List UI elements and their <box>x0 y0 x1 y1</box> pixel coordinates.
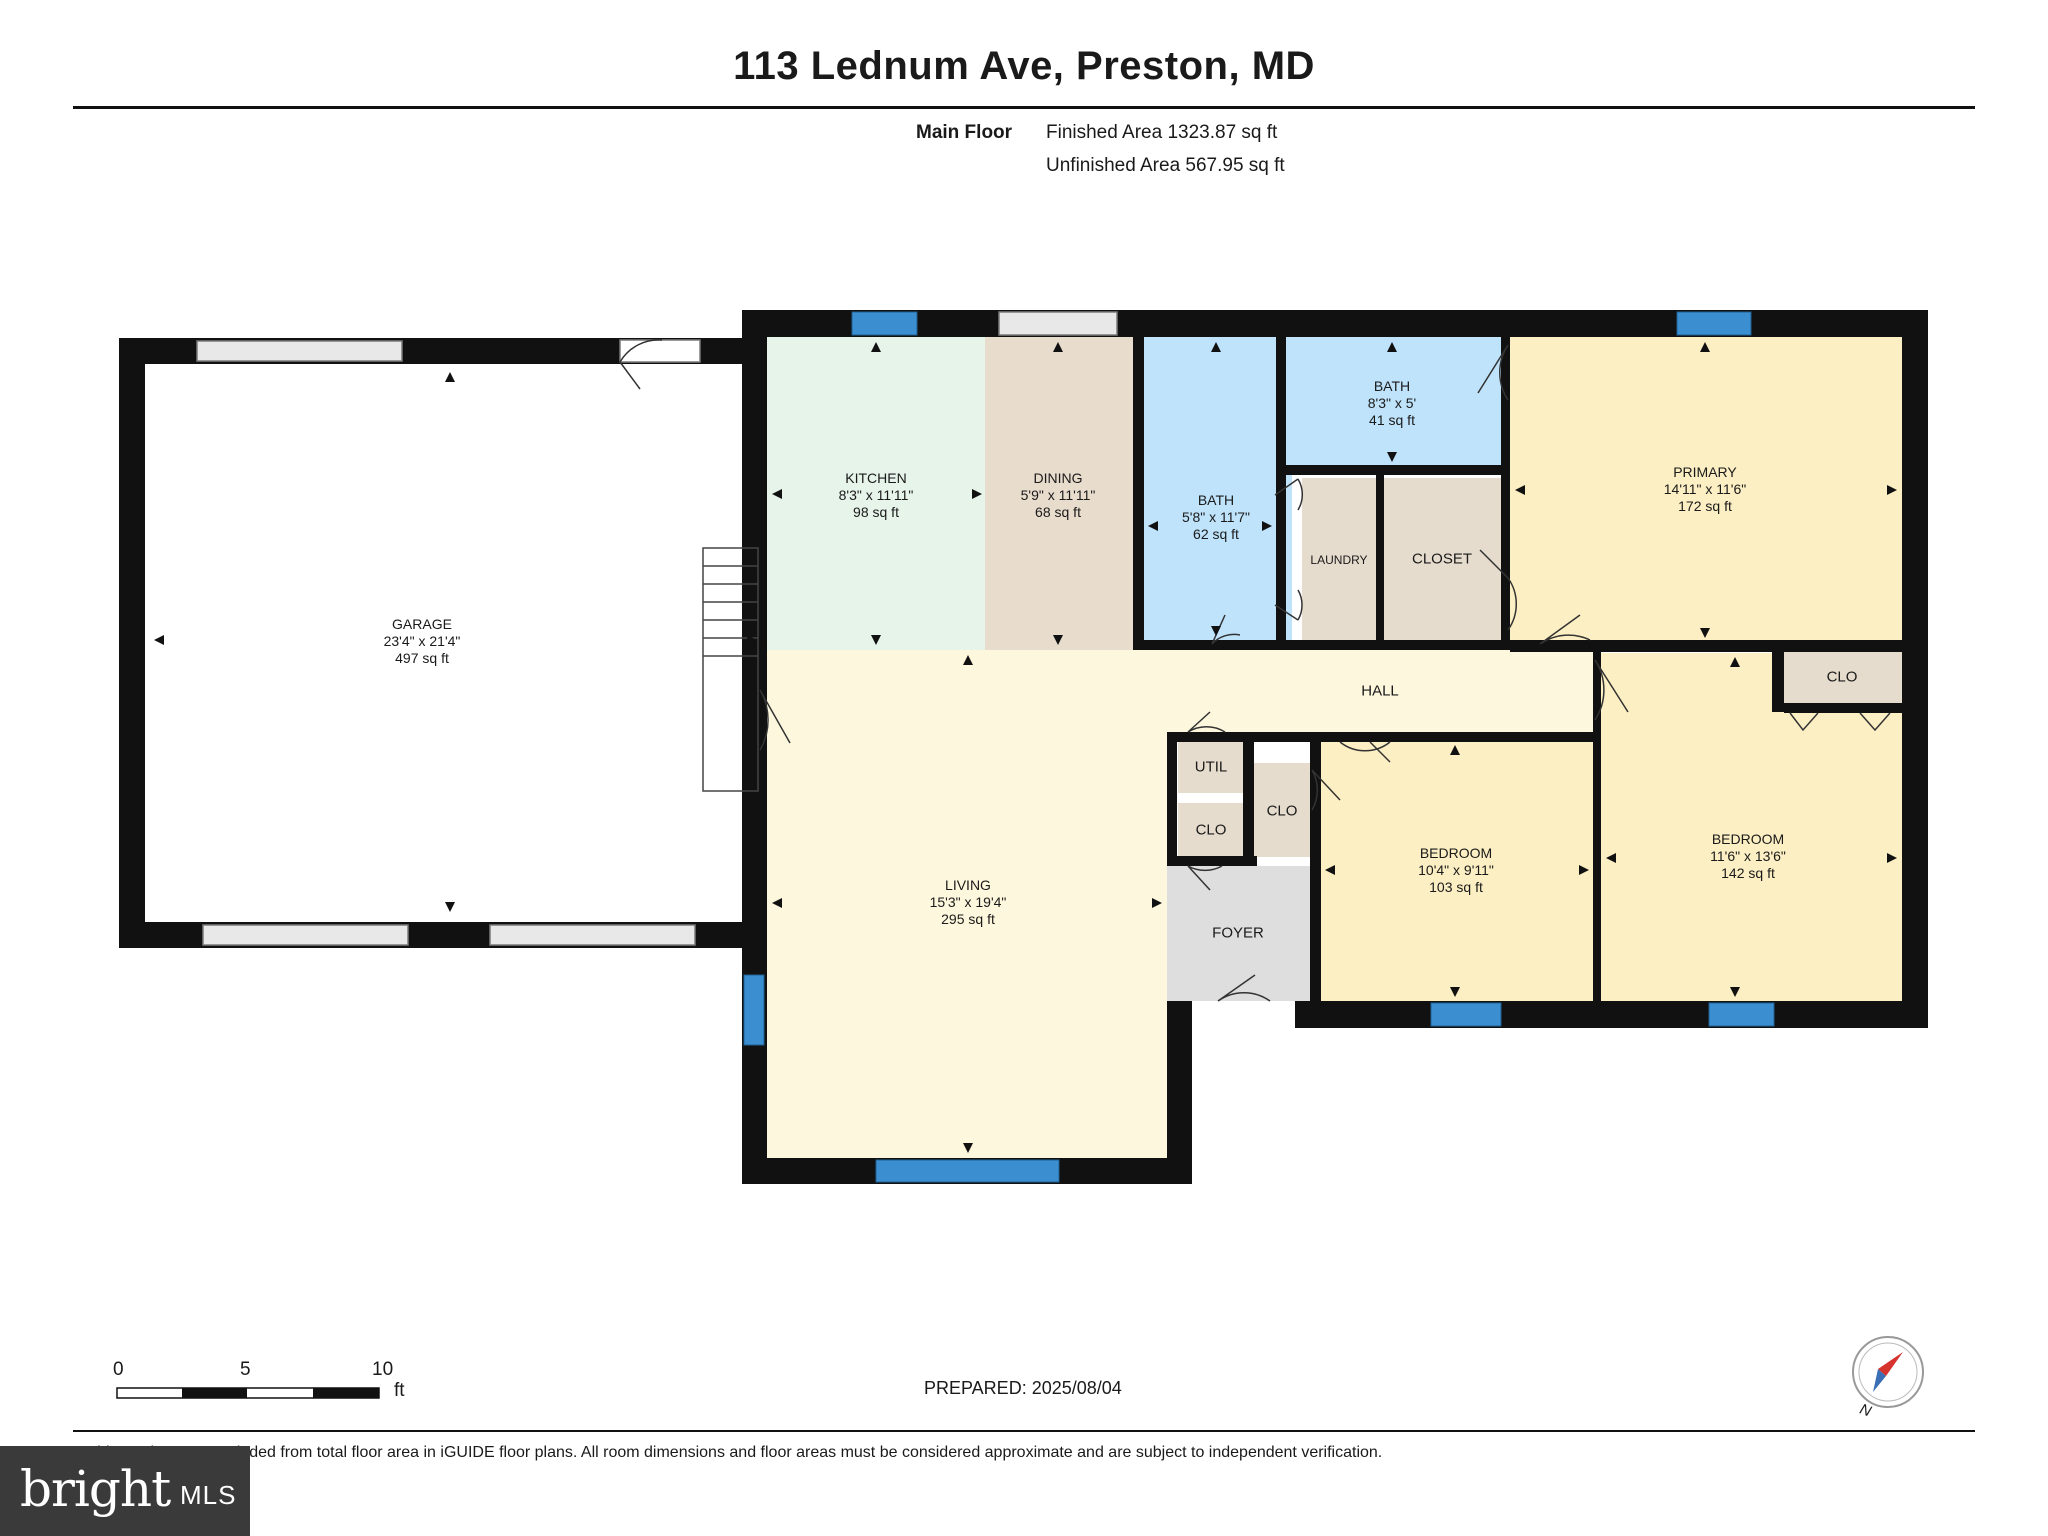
util-fill <box>1178 740 1243 793</box>
dining-area: 68 sq ft <box>1035 504 1081 520</box>
dining-dims: 5'9" x 11'11" <box>1020 487 1096 503</box>
bedroom2-label: BEDROOM 11'6" x 13'6" 142 sq ft <box>1710 831 1786 882</box>
laundry-fill <box>1302 478 1377 641</box>
bedroom1-fill <box>1321 741 1593 1001</box>
garage-label: GARAGE 23'4" x 21'4" 497 sq ft <box>384 616 461 667</box>
finished-area: Finished Area 1323.87 sq ft <box>1046 122 1278 143</box>
bath1-label: BATH 5'8" x 11'7" 62 sq ft <box>1182 492 1250 543</box>
footer-rule <box>73 1430 1975 1432</box>
bedroom2-area: 142 sq ft <box>1721 865 1775 881</box>
logo-mls: MLS <box>180 1480 237 1510</box>
kitchen-fill <box>767 337 985 650</box>
bath1-fill <box>1144 337 1292 641</box>
util-label: UTIL <box>1194 758 1228 776</box>
foyer-label: FOYER <box>1212 924 1264 942</box>
bath1-dims: 5'8" x 11'7" <box>1182 509 1250 525</box>
kitchen-dims: 8'3" x 11'11" <box>838 487 914 503</box>
hall-fill <box>1130 650 1595 732</box>
dining-name: DINING <box>1033 470 1083 486</box>
bedroom2-dims: 11'6" x 13'6" <box>1710 848 1786 864</box>
bath2-name: BATH <box>1373 378 1411 394</box>
bedroom2-name: BEDROOM <box>1711 831 1785 847</box>
scale-unit: ft <box>394 1380 405 1401</box>
bedroom1-name: BEDROOM <box>1419 845 1493 861</box>
door-swings <box>619 339 1891 1002</box>
living-fill <box>767 650 1167 1158</box>
primary-area: 172 sq ft <box>1678 498 1732 514</box>
dimension-arrows <box>154 342 1897 1153</box>
compass-icon <box>1852 1336 1924 1408</box>
garage-area: 497 sq ft <box>395 650 449 666</box>
bath1-name: BATH <box>1197 492 1235 508</box>
clo-c-label: CLO <box>1826 668 1858 686</box>
windows <box>743 311 1775 1183</box>
bright-mls-logo: bright MLS <box>0 1446 250 1536</box>
clo-b-fill <box>1254 763 1310 857</box>
garage-name: GARAGE <box>392 616 452 632</box>
closet-label: CLOSET <box>1411 550 1473 568</box>
clo-b-label: CLO <box>1266 802 1298 820</box>
primary-name: PRIMARY <box>1673 464 1737 480</box>
kitchen-label: KITCHEN 8'3" x 11'11" 98 sq ft <box>839 470 914 521</box>
garage-fill <box>144 362 758 922</box>
foyer-fill <box>1167 866 1310 1001</box>
bath2-label: BATH 8'3" x 5' 41 sq ft <box>1368 378 1416 429</box>
plan-title: 113 Lednum Ave, Preston, MD <box>733 44 1315 88</box>
floor-plan <box>73 310 1975 1432</box>
prepared-date: PREPARED: 2025/08/04 <box>924 1378 1122 1398</box>
bedroom1-dims: 10'4" x 9'11" <box>1418 862 1494 878</box>
dining-fill <box>985 337 1135 650</box>
living-label: LIVING 15'3" x 19'4" 295 sq ft <box>930 877 1007 928</box>
scale-5: 5 <box>240 1359 251 1380</box>
bedroom1-label: BEDROOM 10'4" x 9'11" 103 sq ft <box>1418 845 1494 896</box>
living-area: 295 sq ft <box>941 911 995 927</box>
garage-dims: 23'4" x 21'4" <box>383 633 461 649</box>
openings <box>196 311 1118 946</box>
unfinished-area: Unfinished Area 567.95 sq ft <box>1046 155 1285 176</box>
primary-fill <box>1510 337 1902 642</box>
clo-a-fill <box>1178 803 1243 856</box>
disclaimer: White regions are excluded from total fl… <box>82 1444 1383 1461</box>
clo-c-fill <box>1784 652 1902 703</box>
primary-dims: 14'11" x 11'6" <box>1663 481 1747 497</box>
scale-bar <box>116 1387 380 1399</box>
bedroom1-area: 103 sq ft <box>1429 879 1483 895</box>
living-dims: 15'3" x 19'4" <box>929 894 1007 910</box>
scale-10: 10 <box>372 1359 394 1380</box>
closet-fill <box>1384 478 1501 641</box>
bath1-area: 62 sq ft <box>1193 526 1239 542</box>
living-name: LIVING <box>945 877 991 893</box>
title-rule <box>73 106 1975 109</box>
clo-a-label: CLO <box>1195 821 1227 839</box>
bath2-area: 41 sq ft <box>1369 412 1415 428</box>
dining-label: DINING 5'9" x 11'11" 68 sq ft <box>1021 470 1096 521</box>
primary-label: PRIMARY 14'11" x 11'6" 172 sq ft <box>1664 464 1747 515</box>
garage-stairs <box>702 547 759 792</box>
floor-label: Main Floor <box>916 122 1013 143</box>
bath2-fill <box>1286 337 1501 467</box>
scale-0: 0 <box>113 1359 124 1380</box>
kitchen-name: KITCHEN <box>845 470 907 486</box>
hall-label: HALL <box>1361 682 1399 700</box>
bath2-dims: 8'3" x 5' <box>1367 395 1417 411</box>
laundry-label: LAUNDRY <box>1310 553 1368 567</box>
kitchen-area: 98 sq ft <box>853 504 899 520</box>
logo-word: bright <box>20 1460 171 1518</box>
